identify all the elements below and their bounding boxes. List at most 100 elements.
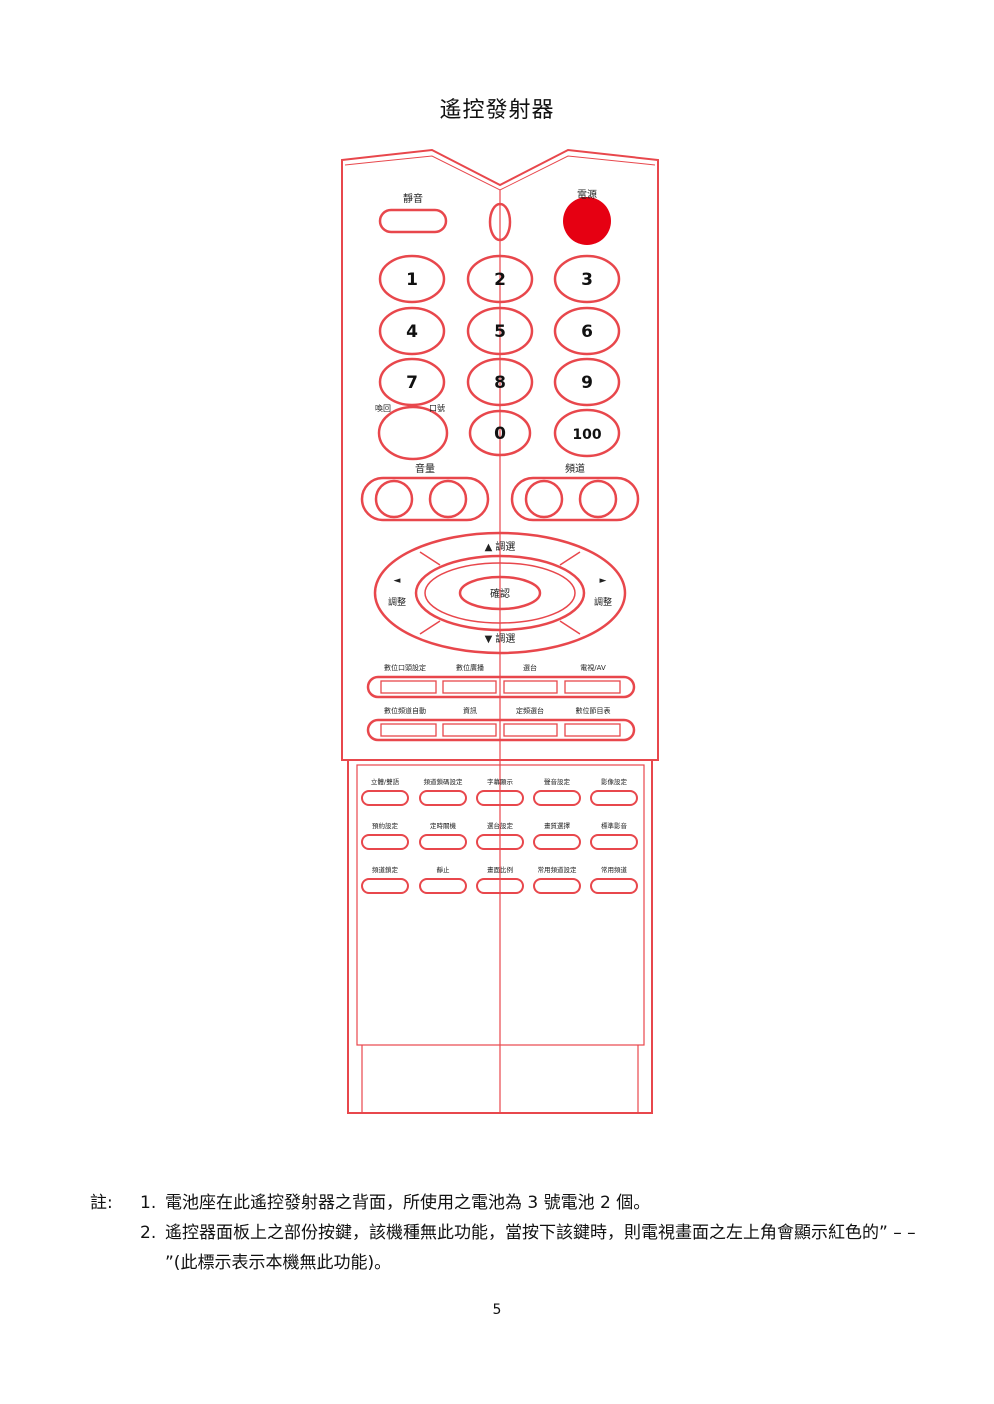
digit-6-button[interactable] (553, 306, 621, 356)
lower-label-1-2: 頻道鎖碼設定 (424, 777, 464, 786)
channel-up-button[interactable] (578, 479, 618, 519)
nav-down-label[interactable]: ▼ 調選 (485, 632, 516, 645)
lower-button-1-4[interactable] (533, 790, 581, 806)
function-label-1-1: 數位口頭設定 (384, 663, 426, 672)
remote-control-diagram: 靜音 電源 1 2 3 4 5 6 7 8 9 0 100 喚回 口號 音量 頻… (341, 148, 659, 1114)
digit-9-button[interactable] (553, 357, 621, 407)
function-button-1-1[interactable] (380, 680, 437, 694)
lower-button-2-5[interactable] (590, 834, 638, 850)
digit-2-label: 2 (494, 270, 506, 290)
function-row-2 (366, 718, 636, 742)
sensor-window (488, 202, 512, 242)
lower-button-3-5[interactable] (590, 878, 638, 894)
nav-left-label: 調整 (388, 596, 406, 608)
nav-right-label: 調整 (594, 596, 612, 608)
lower-label-1-4: 聲音設定 (544, 777, 571, 786)
mute-label: 靜音 (403, 192, 423, 205)
digit-4-button[interactable] (378, 306, 446, 356)
volume-label: 音量 (415, 462, 435, 475)
digit-1-label: 1 (406, 270, 418, 290)
function-label-1-4: 電視/AV (580, 663, 606, 672)
channel-down-button[interactable] (524, 479, 564, 519)
recall-button[interactable] (377, 405, 449, 461)
lower-label-2-2: 定時關機 (430, 821, 457, 830)
lower-label-3-4: 常用頻道設定 (538, 865, 578, 874)
function-button-2-4[interactable] (564, 723, 621, 737)
lower-label-3-3: 畫面比例 (487, 865, 513, 874)
lower-button-2-1[interactable] (361, 834, 409, 850)
note-prefix: 註: (90, 1193, 113, 1213)
digit-5-label: 5 (494, 322, 506, 342)
power-button[interactable] (563, 197, 611, 245)
function-button-2-3[interactable] (503, 723, 558, 737)
nav-left-arrow[interactable]: ◄ (394, 576, 401, 586)
function-button-2-2[interactable] (442, 723, 497, 737)
lower-button-3-1[interactable] (361, 878, 409, 894)
digit-100-button[interactable] (553, 408, 621, 458)
channel-label: 頻道 (565, 462, 585, 475)
ok-button[interactable] (458, 575, 542, 611)
function-button-1-3[interactable] (503, 680, 558, 694)
digit-3-label: 3 (581, 270, 593, 290)
digit-6-label: 6 (581, 322, 593, 342)
lower-button-3-2[interactable] (419, 878, 467, 894)
function-button-2-1[interactable] (380, 723, 437, 737)
lower-button-3-4[interactable] (533, 878, 581, 894)
nav-right-arrow[interactable]: ► (600, 576, 607, 586)
function-button-1-4[interactable] (564, 680, 621, 694)
function-label-2-4: 數位節目表 (576, 706, 611, 715)
lower-button-2-2[interactable] (419, 834, 467, 850)
lower-label-2-4: 畫質選擇 (544, 821, 571, 830)
notes-section: 註: 1. 電池座在此遙控發射器之背面，所使用之電池為 3 號電池 2 個。 2… (90, 1188, 920, 1278)
function-label-2-1: 數位頻道自動 (384, 706, 426, 715)
digit-100-label: 100 (572, 427, 601, 443)
lower-label-3-2: 靜止 (437, 865, 451, 874)
digit-3-button[interactable] (553, 254, 621, 304)
function-row-1 (366, 675, 636, 699)
lower-button-3-3[interactable] (476, 878, 524, 894)
mute-button[interactable] (378, 208, 448, 234)
digit-9-label: 9 (581, 373, 593, 393)
function-label-2-3: 定頻選台 (516, 706, 544, 715)
digit-7-button[interactable] (378, 357, 446, 407)
digit-8-label: 8 (494, 373, 506, 393)
digit-4-label: 4 (406, 322, 418, 342)
digit-8-button[interactable] (466, 357, 534, 407)
digit-1-button[interactable] (378, 254, 446, 304)
nav-pad-inner (414, 554, 586, 632)
function-label-1-3: 選台 (523, 663, 537, 672)
digit-5-button[interactable] (466, 306, 534, 356)
digit-0-button[interactable] (468, 409, 532, 457)
digit-0-label: 0 (494, 424, 506, 444)
volume-up-button[interactable] (428, 479, 468, 519)
function-button-1-2[interactable] (442, 680, 497, 694)
lower-button-1-2[interactable] (419, 790, 467, 806)
recall-label-2: 口號 (429, 403, 445, 413)
volume-rocker (360, 476, 490, 522)
note-text: 遙控器面板上之部份按鍵，該機種無此功能，當按下該鍵時，則電視畫面之左上角會顯示紅… (165, 1223, 916, 1273)
digit-2-button[interactable] (466, 254, 534, 304)
note-item: 2. 遙控器面板上之部份按鍵，該機種無此功能，當按下該鍵時，則電視畫面之左上角會… (90, 1218, 920, 1278)
note-item: 註: 1. 電池座在此遙控發射器之背面，所使用之電池為 3 號電池 2 個。 (90, 1188, 920, 1218)
note-text: 電池座在此遙控發射器之背面，所使用之電池為 3 號電池 2 個。 (165, 1193, 651, 1213)
function-label-1-2: 數位廣播 (456, 663, 484, 672)
ok-label: 確認 (490, 587, 510, 600)
note-number: 1. (140, 1193, 157, 1213)
lower-button-1-5[interactable] (590, 790, 638, 806)
lower-label-3-1: 頻道鎖定 (372, 865, 399, 874)
lower-button-1-3[interactable] (476, 790, 524, 806)
lower-button-2-3[interactable] (476, 834, 524, 850)
lower-label-2-5: 標準影音 (601, 821, 628, 830)
page-number: 5 (492, 1302, 502, 1318)
nav-up-label[interactable]: ▲ 調選 (485, 540, 516, 553)
volume-down-button[interactable] (374, 479, 414, 519)
lower-button-2-4[interactable] (533, 834, 581, 850)
page-title: 遙控發射器 (439, 98, 555, 123)
lower-label-3-5: 常用頻道 (601, 865, 628, 874)
lower-label-1-5: 影像設定 (601, 777, 628, 786)
lower-label-2-3: 選台設定 (487, 821, 514, 830)
lower-button-1-1[interactable] (361, 790, 409, 806)
recall-label: 喚回 (375, 403, 391, 413)
note-number: 2. (140, 1223, 157, 1243)
lower-label-1-3: 字幕顯示 (487, 777, 514, 786)
